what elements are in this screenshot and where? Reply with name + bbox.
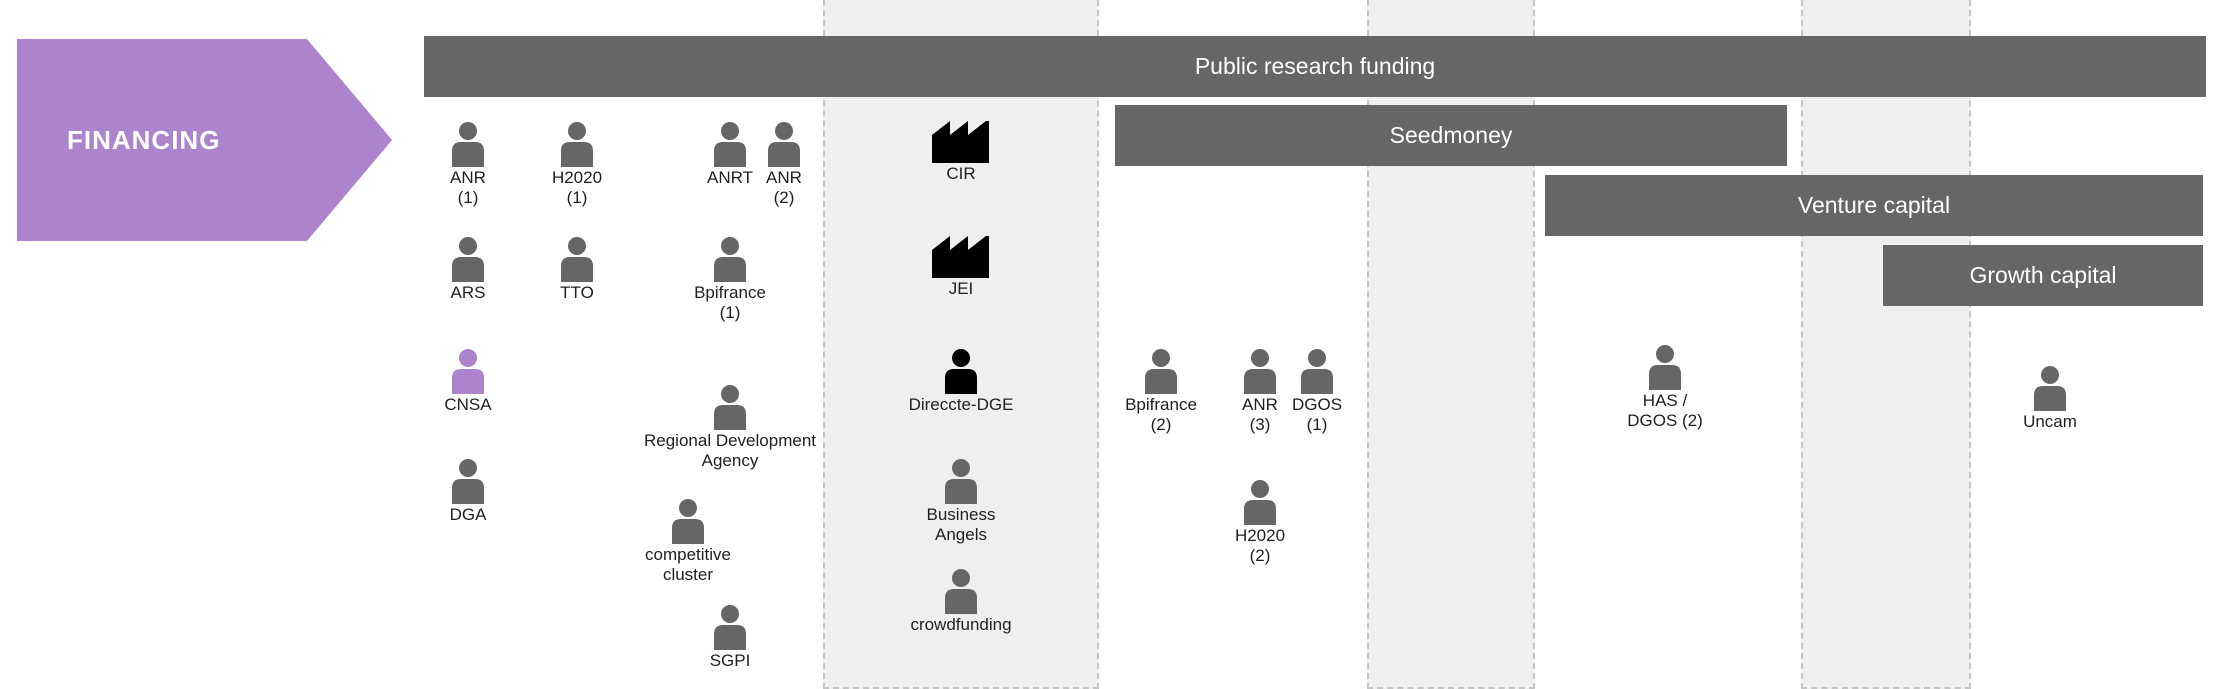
actor-label: Business Angels (926, 505, 996, 544)
person-icon (714, 605, 746, 650)
person-icon (714, 237, 746, 282)
actor-label: ANR (2) (766, 168, 802, 207)
actor-anr-2: ANR (2) (684, 121, 884, 208)
person-icon (672, 499, 704, 544)
actor-label: TTO (560, 283, 594, 302)
actor-label: Bpifrance (1) (694, 283, 766, 322)
person-icon (945, 569, 977, 614)
financing-arrow: FINANCING (17, 39, 392, 241)
person-icon (1244, 480, 1276, 525)
actor-label: HAS / DGOS (2) (1627, 391, 1703, 430)
bar-venture-capital: Venture capital (1545, 175, 2203, 236)
actor-label: ANR (3) (1242, 395, 1278, 434)
person-icon (1244, 349, 1276, 394)
financing-title: FINANCING (67, 125, 221, 155)
actor-jei: JEI (861, 236, 1061, 299)
person-icon (714, 385, 746, 430)
person-icon (1301, 349, 1333, 394)
actor-anr-3: ANR (3) (1160, 348, 1360, 435)
actor-label: Regional Development Agency (644, 431, 816, 470)
actor-label: ARS (450, 283, 486, 302)
actor-label: Direccte-DGE (908, 395, 1014, 414)
actor-direccte-dge: Direccte-DGE (861, 348, 1061, 415)
actor-bpifrance-1: Bpifrance (1) (630, 236, 830, 323)
actor-competitive-cluster: competitive cluster (588, 498, 788, 585)
actor-h2020-1: H2020 (1) (477, 121, 677, 208)
bar-growth-capital: Growth capital (1883, 245, 2203, 306)
actor-label: CNSA (444, 395, 492, 414)
actor-label: DGA (449, 505, 487, 524)
person-icon (561, 237, 593, 282)
factory-icon (932, 121, 989, 163)
actor-label: Uncam (2023, 412, 2077, 431)
actor-label: H2020 (1) (551, 168, 603, 207)
person-icon (561, 122, 593, 167)
actor-has-dgos-2: HAS / DGOS (2) (1565, 344, 1765, 431)
person-icon (452, 237, 484, 282)
actor-label: ANR (1) (450, 168, 486, 207)
actor-h2020-2: H2020 (2) (1160, 479, 1360, 566)
person-icon (452, 459, 484, 504)
factory-icon (932, 236, 989, 278)
actor-label: ANRT (707, 168, 753, 187)
actor-ars: ARS (368, 236, 568, 303)
person-icon (452, 349, 484, 394)
actor-dgos-1: DGOS (1) (1217, 348, 1417, 435)
actor-cir: CIR (861, 121, 1061, 184)
actor-label: SGPI (709, 651, 751, 670)
actor-anr-1: ANR (1) (368, 121, 568, 208)
actor-tto: TTO (477, 236, 677, 303)
stage-column-2 (1367, 0, 1535, 689)
actor-label: Bpifrance (2) (1125, 395, 1197, 434)
actor-anrt: ANRT (630, 121, 830, 188)
actor-sgpi: SGPI (630, 604, 830, 671)
actor-crowdfunding: crowdfunding (861, 568, 1061, 635)
actor-label: CIR (946, 164, 976, 183)
person-icon (452, 122, 484, 167)
actor-business-angels: Business Angels (861, 458, 1061, 545)
actor-label: JEI (948, 279, 974, 298)
person-icon (1649, 345, 1681, 390)
actor-cnsa: CNSA (368, 348, 568, 415)
person-icon (1145, 349, 1177, 394)
actor-label: H2020 (2) (1234, 526, 1286, 565)
person-icon (945, 459, 977, 504)
actor-regional-development-agency: Regional Development Agency (630, 384, 830, 471)
person-icon (945, 349, 977, 394)
actor-label: competitive cluster (645, 545, 731, 584)
person-icon (714, 122, 746, 167)
stage-column-3 (1801, 0, 1971, 689)
bar-public-research-funding: Public research funding (424, 36, 2206, 97)
person-icon (2034, 366, 2066, 411)
actor-dga: DGA (368, 458, 568, 525)
person-icon (768, 122, 800, 167)
actor-label: crowdfunding (910, 615, 1012, 634)
actor-label: DGOS (1) (1291, 395, 1343, 434)
bar-seedmoney: Seedmoney (1115, 105, 1787, 166)
actor-uncam: Uncam (1950, 365, 2150, 432)
actor-bpifrance-2: Bpifrance (2) (1061, 348, 1261, 435)
